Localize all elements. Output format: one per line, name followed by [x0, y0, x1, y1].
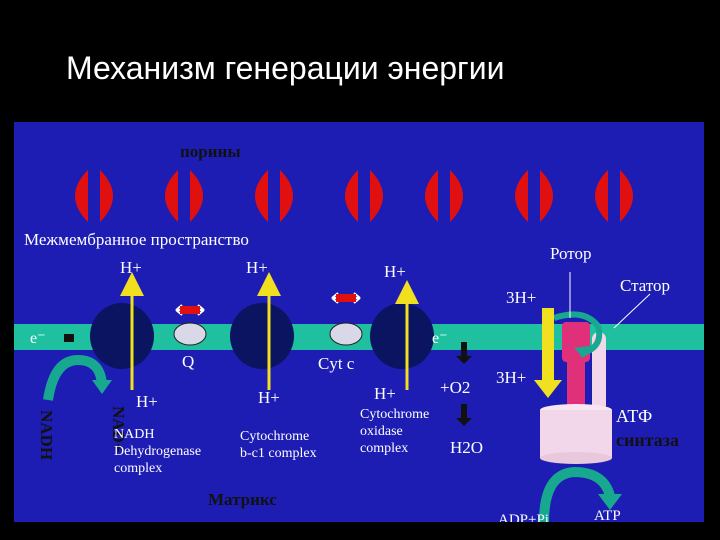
nadh-label: NADH: [37, 410, 56, 461]
o2-arrow-2: [456, 404, 472, 426]
proton-label-3-bottom: H+: [258, 388, 280, 407]
atp-synthase-label-2: синтаза: [616, 430, 680, 450]
proton-label-4-bottom: H+: [374, 384, 396, 403]
proton-label-4-top: H+: [384, 262, 406, 281]
stator-pointer: [613, 293, 651, 329]
mechanism-diagram: [14, 170, 704, 522]
porin: [75, 170, 113, 222]
rotor-stalk: [567, 362, 585, 410]
complex-1-label: NADH Dehydrogenase complex: [114, 427, 202, 476]
oxygen-label: +O2: [440, 378, 471, 397]
proton-label-1-bottom: H+: [136, 392, 158, 411]
nadh-curved-arrow: [43, 354, 107, 401]
page-title: Механизм генерации энергии: [66, 50, 505, 86]
f1-head: [540, 410, 612, 458]
proton-flow-arrow-head: [534, 380, 562, 398]
stator-arm: [592, 332, 606, 412]
q-label: Q: [182, 352, 195, 371]
adp-label: ADP+Pi: [498, 512, 549, 522]
proton-in-label: 3H+: [506, 288, 537, 307]
atp-curved-arrow: [539, 466, 615, 522]
electron-entry-arrow: [64, 334, 74, 342]
diagram-panel: порины Межмембранное пространство Матрик…: [14, 122, 704, 522]
atp-synthase: [540, 272, 651, 464]
electron-label-2: e⁻: [432, 330, 448, 347]
proton-label-1-top: H+: [120, 258, 142, 277]
complex-3-label: Cytochrome b-c1 complex: [240, 429, 317, 461]
matrix-label: Матрикс: [208, 490, 277, 509]
proton-label-3-top: H+: [246, 258, 268, 277]
rotor-label: Ротор: [550, 244, 592, 263]
cytc-carrier: [329, 322, 363, 346]
water-label: H2O: [450, 438, 484, 457]
rotor-ring: [562, 322, 590, 362]
complex-4: [370, 303, 434, 369]
complex-3: [230, 303, 294, 369]
porin-row: [75, 170, 633, 222]
electron-label-1: e⁻: [30, 330, 46, 347]
stator-label: Статор: [620, 276, 671, 295]
o2-arrow-1: [456, 342, 472, 364]
q-carrier: [173, 322, 207, 346]
complex-4-label: Cytochrome oxidase complex: [360, 407, 430, 456]
proton-out-label: 3H+: [496, 368, 527, 387]
intermembrane-label: Межмембранное пространство: [24, 230, 249, 249]
cytc-label: Cyt c: [318, 354, 355, 373]
porins-label: порины: [180, 142, 241, 161]
porin: [255, 170, 293, 222]
porin: [595, 170, 633, 222]
complex-1: [90, 303, 154, 369]
porin: [165, 170, 203, 222]
atp-label: ATP: [594, 508, 621, 522]
porin: [345, 170, 383, 222]
porin: [425, 170, 463, 222]
proton-flow-arrow-body: [542, 308, 554, 382]
porin: [515, 170, 553, 222]
atp-synthase-label-1: АТФ: [616, 406, 653, 426]
